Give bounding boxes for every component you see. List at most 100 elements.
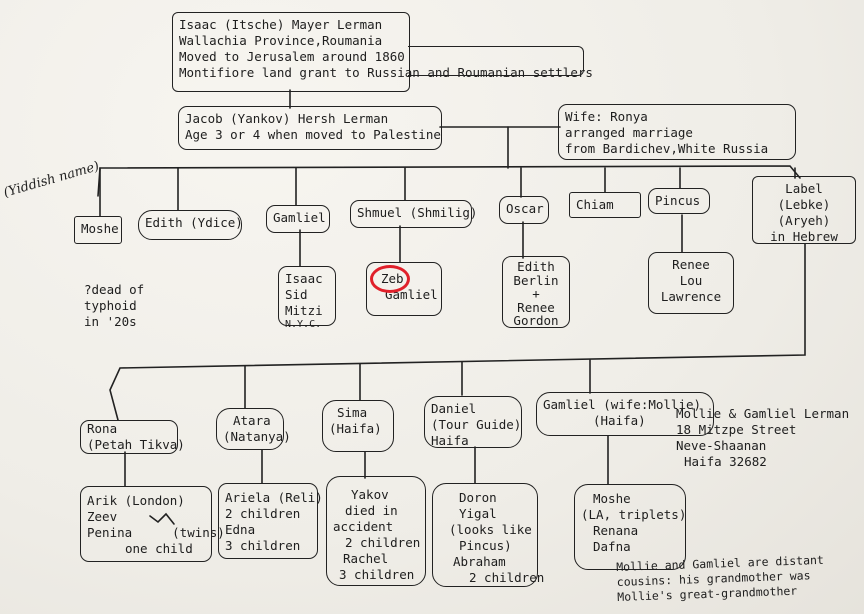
great-rona-twins: (twins) [172, 525, 225, 540]
sima-place: (Haifa) [329, 421, 382, 436]
child-oscar: Oscar [499, 196, 549, 224]
grandchild-daniel: Daniel (Tour Guide) Haifa [424, 396, 522, 448]
child-moshe: Moshe [74, 216, 122, 244]
great-gamliel-2: (LA, triplets) [581, 507, 687, 522]
great-daniel-4: Pincus) [459, 538, 512, 553]
great-rona-1: Arik (London) [87, 493, 185, 508]
daniel-place: Haifa [431, 433, 469, 448]
jacob-line-1: Jacob (Yankov) Hersh Lerman [185, 111, 389, 126]
great-sima-6: 3 children [339, 567, 415, 582]
child-shmuel: Shmuel (Shmilig) [350, 200, 477, 228]
moshe-note-3: in '20s [84, 314, 137, 329]
moshe-note-2: typhoid [84, 298, 137, 313]
gamliel2-name: Gamliel (wife:Mollie) [543, 397, 702, 412]
great-daniel-2: Yigal [459, 506, 497, 521]
great-sima-2: died in [345, 503, 398, 518]
great-sima-4: 2 children [345, 535, 421, 550]
twins-bracket [149, 512, 175, 525]
daniel-role: (Tour Guide) [431, 417, 522, 432]
great-sima-box: Yakov died in accident 2 children Rachel… [326, 476, 426, 586]
great-gamliel-box: Moshe (LA, triplets) Renana Dafna [574, 484, 686, 570]
root-line-2: Wallachia Province,Roumania [179, 33, 383, 48]
label-line-2: (Lebke) [777, 197, 831, 212]
atara-place: (Natanya) [223, 429, 291, 444]
great-sima-5: Rachel [343, 551, 389, 566]
great-gamliel-4: Dafna [593, 539, 631, 554]
gamliel-kid-1: Isaac [285, 271, 323, 286]
highlight-circle [370, 265, 410, 293]
address-block: Mollie & Gamliel Lerman 18 Mitzpe Street… [676, 406, 849, 470]
rona-place: (Petah Tikva) [87, 437, 185, 452]
root-box: Isaac (Itsche) Mayer Lerman Wallachia Pr… [172, 12, 593, 92]
oscar-kid-3: Renee [517, 299, 555, 315]
pincus-kid-1: Renee [672, 257, 710, 272]
wife-line-1: Wife: Ronya [565, 109, 648, 124]
grandchild-gamliel: Gamliel (wife:Mollie) (Haifa) [536, 392, 714, 436]
root-line-3: Moved to Jerusalem around 1860 [179, 49, 405, 64]
gamliel2-place: (Haifa) [593, 413, 646, 428]
great-gamliel-1: Moshe [593, 491, 631, 506]
great-atara-2: 2 children [225, 506, 301, 521]
grandchild-sima: Sima (Haifa) [322, 400, 394, 452]
grandchild-rona: Rona (Petah Tikva) [80, 420, 185, 454]
great-daniel-box: Doron Yigal (looks like Pincus) Abraham … [432, 483, 545, 587]
root-line-4: Montifiore land grant to Russian and Rou… [179, 65, 593, 80]
oscar-kid-1: Edith [517, 259, 555, 274]
child-chiam: Chiam [569, 192, 641, 218]
wife-line-2: arranged marriage [565, 125, 693, 140]
root-line-1: Isaac (Itsche) Mayer Lerman [179, 17, 383, 32]
moshe-note: ?dead of typhoid in '20s [84, 282, 144, 330]
child-pincus: Pincus [648, 188, 710, 214]
gamliel-kid-4: N.Y.C. [285, 319, 322, 330]
wife-box: Wife: Ronya arranged marriage from Bardi… [558, 104, 796, 160]
address-line-2: 18 Mitzpe Street [676, 422, 797, 437]
great-atara-4: 3 children [225, 538, 301, 553]
great-atara-3: Edna [225, 522, 256, 537]
great-rona-2: Zeev [87, 509, 118, 524]
child-label: Label (Lebke) (Aryeh) in Hebrew [752, 176, 856, 244]
oscar-kid-plus: + [532, 286, 540, 301]
sima-name: Sima [337, 405, 368, 420]
footnote: Mollie and Gamliel are distant cousins: … [616, 553, 825, 605]
great-sima-3: accident [333, 519, 394, 534]
great-daniel-1: Doron [459, 490, 497, 505]
pincus-kid-3: Lawrence [660, 289, 722, 304]
jacob-box: Jacob (Yankov) Hersh Lerman Age 3 or 4 w… [178, 106, 442, 150]
great-sima-1: Yakov [351, 487, 389, 502]
moshe-note-1: ?dead of [84, 282, 145, 297]
rona-name: Rona [87, 421, 118, 436]
oscar-kid-2: Berlin [513, 272, 559, 288]
atara-name: Atara [233, 413, 271, 428]
great-rona-box: Arik (London) Zeev Penina (twins) one chi… [80, 486, 225, 562]
gamliel-kid-3: Mitzi [285, 303, 323, 318]
great-rona-5: one child [125, 541, 193, 556]
address-line-1: Mollie & Gamliel Lerman [676, 406, 850, 421]
daniel-name: Daniel [431, 401, 477, 416]
great-atara-box: Ariela (Reli) 2 children Edna 3 children [218, 483, 323, 559]
pincus-kids-box: Renee Lou Lawrence [648, 252, 734, 314]
oscar-kid-4: Gordon [513, 313, 559, 328]
label-line-4: in Hebrew [770, 229, 838, 244]
label-line-1: Label [785, 181, 823, 196]
oscar-kids-box: Edith Berlin + Renee Gordon [502, 256, 570, 328]
great-rona-3: Penina (twins) [87, 525, 225, 541]
great-daniel-5: Abraham [453, 554, 506, 569]
child-edith: Edith (Ydice) [138, 210, 243, 240]
child-gamliel: Gamliel [266, 205, 330, 233]
label-line-3: (Aryeh) [777, 213, 831, 228]
grandchild-atara: Atara (Natanya) [216, 408, 291, 450]
gamliel-kid-2: Sid [285, 287, 308, 302]
pincus-kid-2: Lou [679, 273, 703, 288]
jacob-line-2: Age 3 or 4 when moved to Palestine [185, 127, 441, 142]
great-rona-penina: Penina [87, 525, 133, 540]
gamliel-kids-box: Isaac Sid Mitzi N.Y.C. [278, 266, 336, 330]
root-box-extension [408, 46, 584, 76]
label-to-grandchildren [109, 243, 806, 421]
address-line-3: Neve-Shaanan [676, 438, 767, 453]
great-gamliel-3: Renana [593, 523, 639, 538]
great-daniel-6: 2 children [469, 570, 545, 585]
wife-line-3: from Bardichev,White Russia [565, 141, 769, 156]
great-atara-1: Ariela (Reli) [225, 490, 323, 505]
great-daniel-3: (looks like [449, 522, 532, 537]
